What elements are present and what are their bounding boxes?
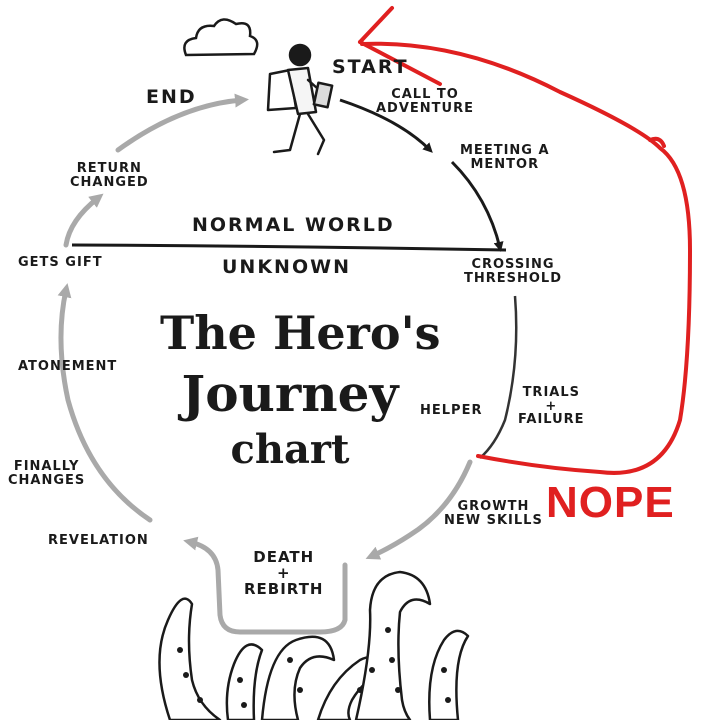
stage-crossing-line2: Threshold	[464, 270, 563, 286]
tentacles-icon	[158, 570, 470, 720]
path-arrow-end	[115, 93, 249, 153]
nope-annotation: NOPE	[546, 478, 675, 527]
hiker-icon	[266, 43, 334, 156]
stage-growth-label: Growth New Skills	[444, 500, 543, 527]
world-divider	[71, 243, 507, 252]
stage-return-line2: Changed	[70, 174, 149, 190]
path-arrow-changed	[63, 193, 104, 248]
stage-trials-line3: Failure	[518, 412, 585, 428]
cloud-icon	[183, 18, 259, 57]
path-arrow-growth	[365, 459, 473, 560]
stage-gift-label: Gets Gift	[18, 255, 103, 270]
stage-growth-line2: New Skills	[444, 512, 543, 528]
stage-death-line1: Death	[253, 548, 315, 566]
stage-death-line2: +	[276, 563, 291, 582]
stage-end-label: End	[146, 86, 197, 108]
chart-title-line3: chart	[230, 426, 350, 473]
stage-return-line1: Return	[76, 161, 142, 176]
path-arrow-threshold	[450, 160, 504, 252]
stage-return-label: Return Changed	[70, 162, 149, 189]
stage-death-label: Death + Rebirth	[244, 548, 324, 598]
path-line-trials	[479, 295, 518, 459]
stage-crossing-label: Crossing Threshold	[464, 258, 562, 285]
stage-trials-label: Trials + Failure	[518, 386, 585, 427]
path-abyss	[183, 536, 348, 635]
stage-start-label: Start	[332, 56, 409, 78]
stage-finally-line1: Finally	[13, 459, 80, 474]
stage-helper-label: Helper	[420, 403, 483, 418]
stage-revelation-label: Revelation	[48, 533, 149, 548]
stage-trials-line2: +	[545, 398, 558, 414]
stage-atonement-label: Atonement	[18, 359, 118, 374]
stage-trials-line1: Trials	[522, 385, 580, 400]
normal-world-label: Normal World	[192, 214, 395, 236]
chart-title-line2: Journey	[181, 364, 399, 423]
chart-title-line1: The Hero's	[160, 306, 441, 360]
stage-finally-label: Finally Changes	[8, 460, 85, 487]
stage-crossing-line1: Crossing	[471, 257, 555, 272]
stage-call-line1: Call to	[391, 87, 459, 102]
stage-call-line2: Adventure	[376, 100, 474, 116]
stage-mentor-line1: Meeting a	[460, 143, 550, 158]
stage-death-line3: Rebirth	[244, 579, 324, 598]
path-arrow-return	[57, 283, 153, 523]
unknown-world-label: Unknown	[222, 256, 351, 278]
stage-finally-line2: Changes	[8, 472, 86, 488]
red-scribble-annotation	[358, 6, 692, 475]
path-arrow-normal	[339, 98, 433, 153]
stage-call-label: Call to Adventure	[376, 88, 474, 115]
stage-mentor-label: Meeting a Mentor	[460, 144, 550, 171]
stage-growth-line1: Growth	[457, 499, 530, 514]
stage-mentor-line2: Mentor	[470, 156, 540, 172]
